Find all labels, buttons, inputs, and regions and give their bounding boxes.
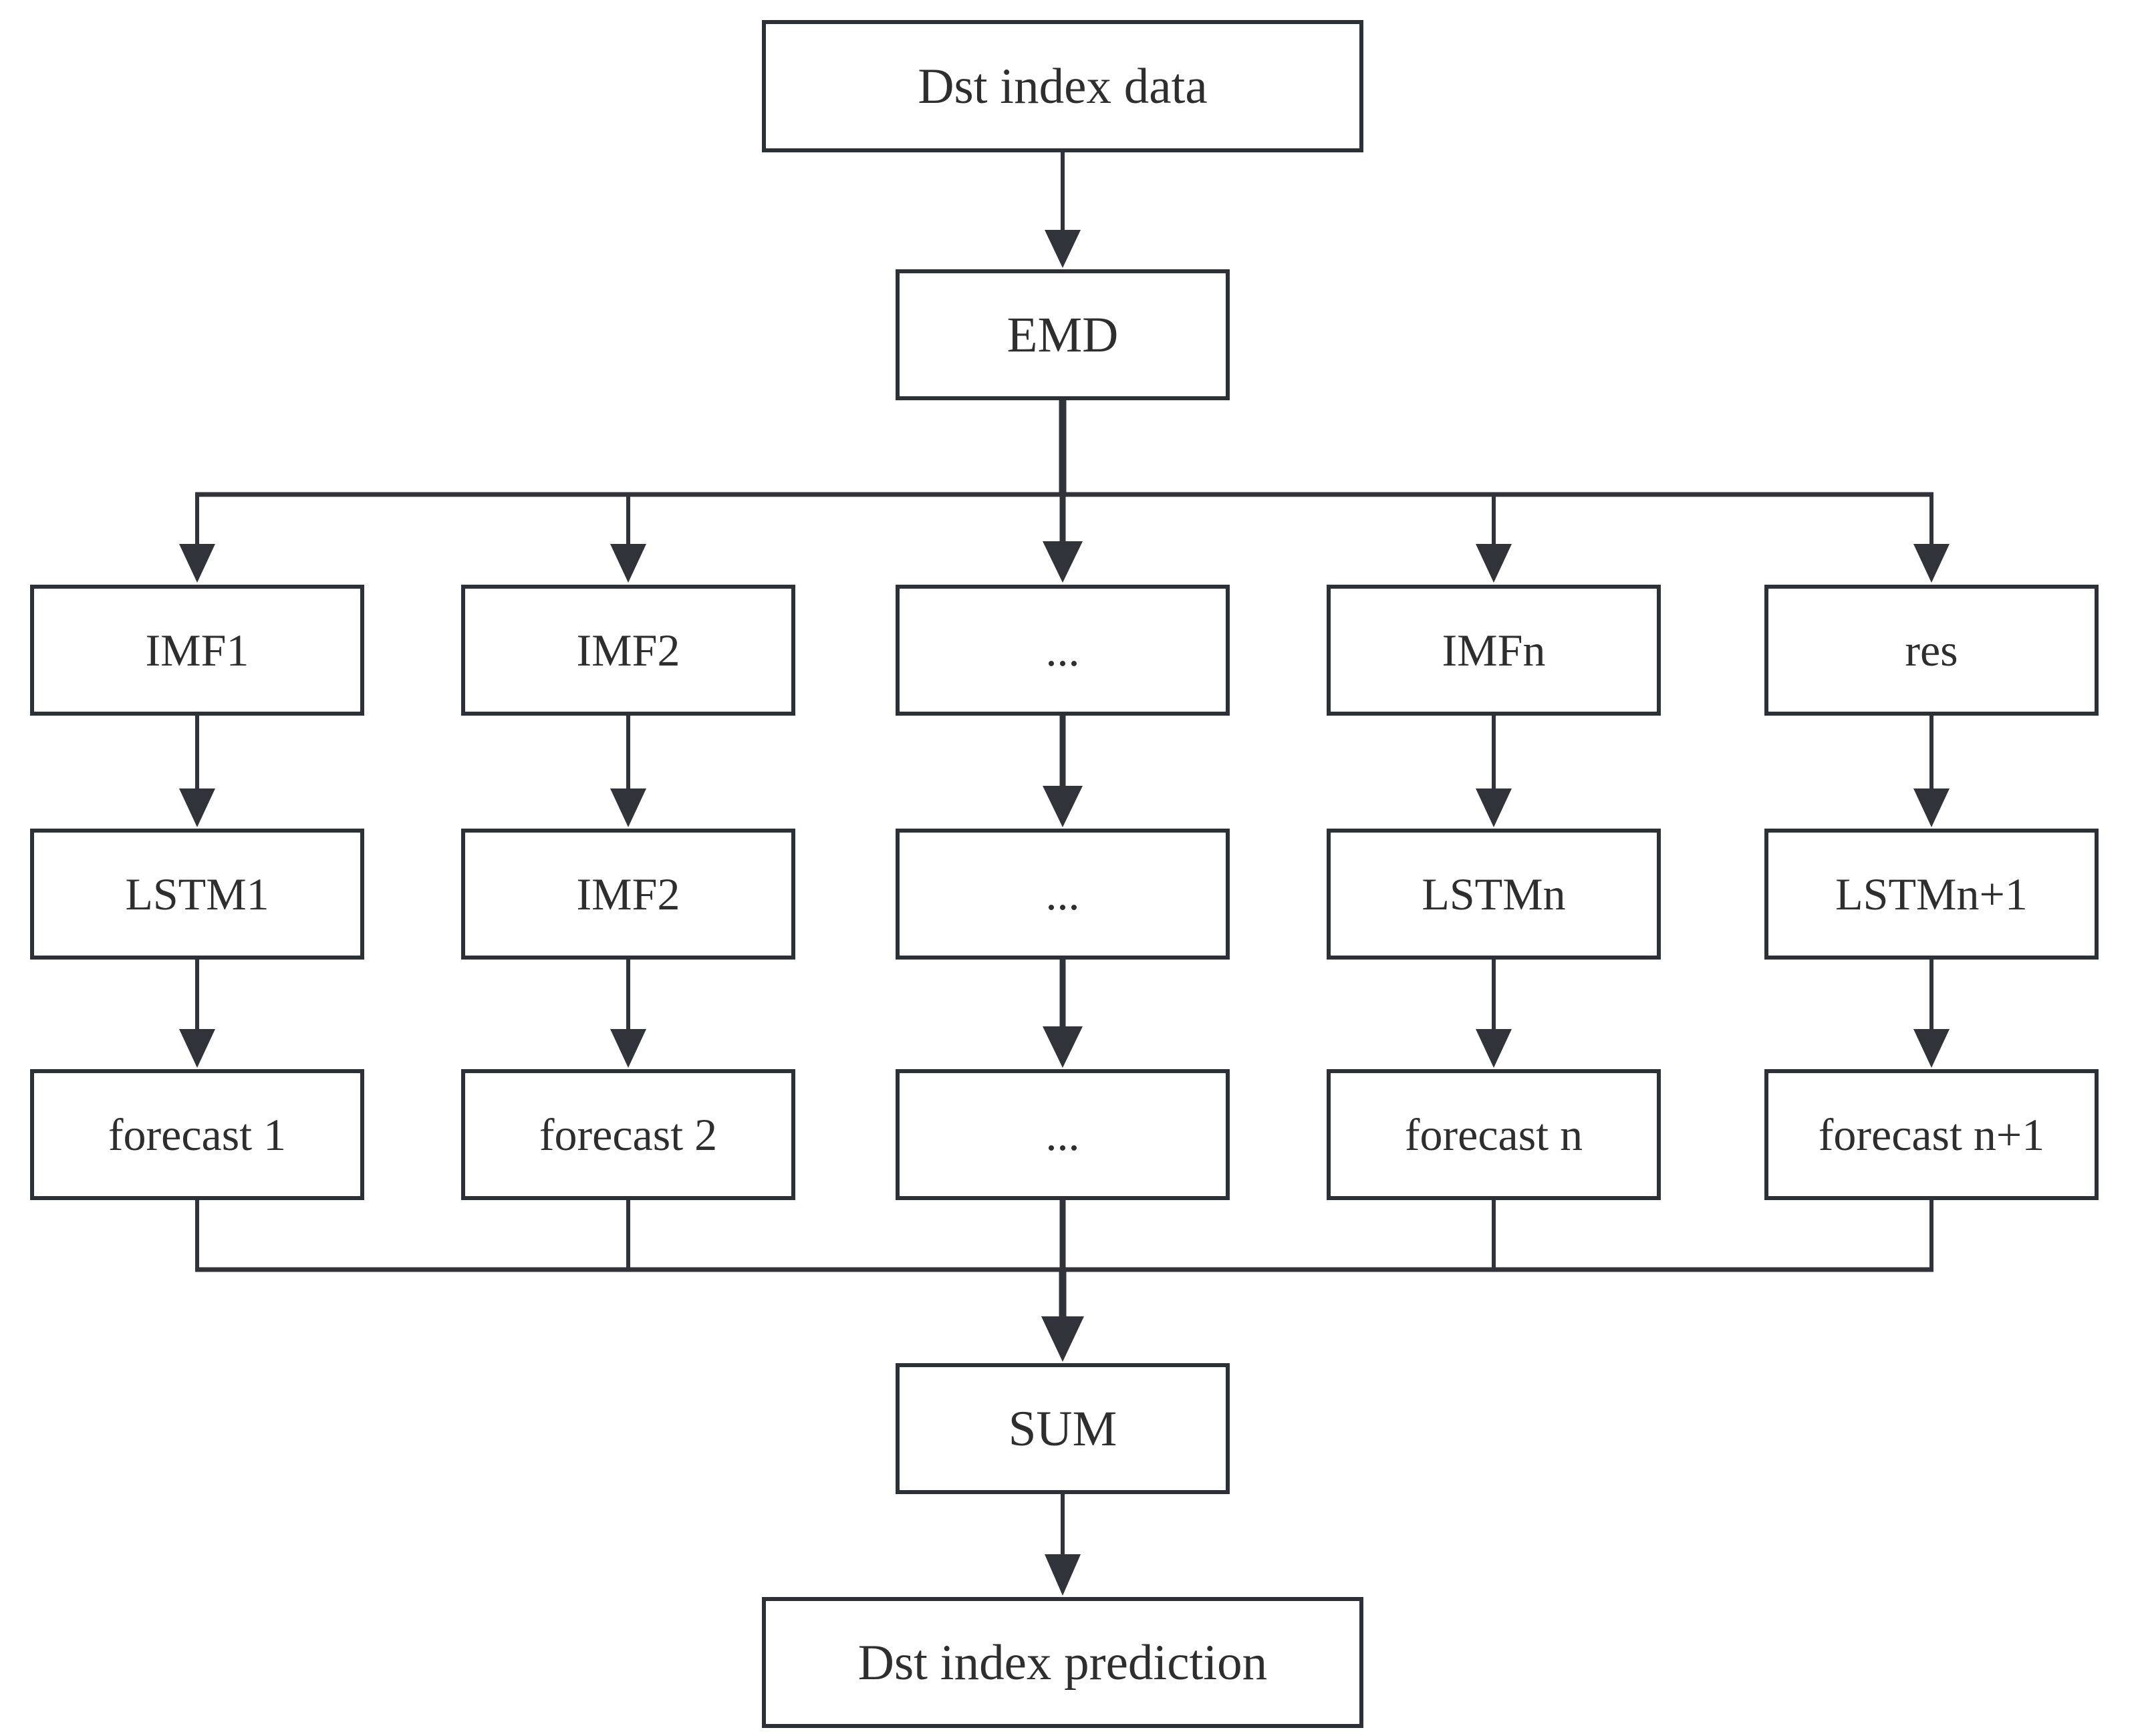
node-lstm1: LSTM1 xyxy=(30,829,364,960)
node-imf1: IMF1 xyxy=(30,585,364,716)
arrowhead-input-emd xyxy=(1045,230,1081,268)
node-sum: SUM xyxy=(896,1363,1230,1494)
arrowhead-model2-forecast2 xyxy=(610,1029,646,1068)
node-forecastn-plus-1: forecast n+1 xyxy=(1764,1069,2099,1200)
node-dst-index-data: Dst index data xyxy=(762,20,1363,152)
node-forecastn: forecast n xyxy=(1327,1069,1661,1200)
node-imfn: IMFn xyxy=(1327,585,1661,716)
arrowhead-branch-col3 xyxy=(1043,541,1083,583)
arrowhead-branch-col4 xyxy=(1476,544,1512,583)
node-forecast2: forecast 2 xyxy=(461,1069,795,1200)
arrowhead-lstmn1-forecastn1 xyxy=(1913,1029,1950,1068)
node-dst-index-prediction: Dst index prediction xyxy=(762,1597,1363,1728)
arrowhead-lstmn-forecastn xyxy=(1476,1029,1512,1068)
arrowhead-imf1-lstm1 xyxy=(179,788,215,827)
node-imf2: IMF2 xyxy=(461,585,795,716)
node-lstmn: LSTMn xyxy=(1327,829,1661,960)
arrowhead-branch-col5 xyxy=(1913,544,1950,583)
arrowhead-dots-top-mid xyxy=(1043,786,1083,827)
arrowhead-imfn-lstmn xyxy=(1476,788,1512,827)
node-lstmn-plus-1: LSTMn+1 xyxy=(1764,829,2099,960)
arrowhead-branch-col2 xyxy=(610,544,646,583)
node-forecast-ellipsis: ... xyxy=(896,1069,1230,1200)
node-model-ellipsis: ... xyxy=(896,829,1230,960)
node-forecast1: forecast 1 xyxy=(30,1069,364,1200)
node-emd: EMD xyxy=(896,269,1230,400)
arrowhead-res-lstmn1 xyxy=(1913,788,1950,827)
arrowhead-collector-sum xyxy=(1041,1316,1084,1362)
arrowhead-branch-col1 xyxy=(179,544,215,583)
arrowhead-lstm1-forecast1 xyxy=(179,1029,215,1068)
arrowhead-dots-mid-bottom xyxy=(1043,1026,1083,1068)
node-model2: IMF2 xyxy=(461,829,795,960)
arrowhead-imf2-model2 xyxy=(610,788,646,827)
node-res: res xyxy=(1764,585,2099,716)
arrowhead-sum-output xyxy=(1045,1554,1081,1596)
node-imf-ellipsis: ... xyxy=(896,585,1230,716)
